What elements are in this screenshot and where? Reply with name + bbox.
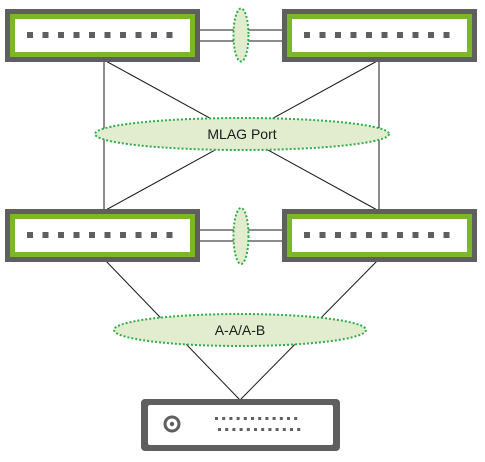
vent-dot	[282, 428, 286, 431]
switch-port	[166, 32, 173, 38]
switch-face	[15, 19, 190, 52]
vent-dot	[239, 428, 243, 431]
switch-port	[335, 32, 341, 38]
switch-port	[397, 32, 403, 38]
peer-lag-ellipse-top	[232, 7, 250, 63]
switch-port	[366, 232, 372, 238]
switch-port	[104, 232, 111, 238]
switch-port	[381, 32, 388, 38]
mlag-port-ellipse	[94, 117, 390, 151]
switch-face	[292, 219, 467, 252]
switch-port	[412, 232, 419, 238]
switch-port	[397, 232, 403, 238]
vent-dot	[258, 417, 262, 420]
switch-port	[319, 32, 326, 38]
aa-ab-ellipse	[113, 313, 367, 347]
vent-dot	[294, 417, 298, 420]
vent-dot	[279, 417, 283, 420]
switch-port	[73, 32, 80, 38]
switch-port	[166, 232, 173, 238]
server-face	[148, 405, 333, 445]
vent-dot	[246, 428, 250, 431]
server-appliance	[141, 399, 340, 451]
switch-port	[89, 32, 95, 38]
switch-port	[58, 232, 64, 238]
vent-dot	[272, 417, 276, 420]
switch-port	[366, 32, 372, 38]
vent-dot	[243, 417, 247, 420]
switch-port	[319, 232, 326, 238]
server-power-icon-core	[169, 421, 175, 427]
switch-port	[89, 232, 95, 238]
switch-port	[428, 232, 434, 238]
vent-dot	[229, 417, 233, 420]
switch-face	[15, 219, 190, 252]
switch-port	[443, 32, 450, 38]
switch-port	[412, 32, 419, 38]
switch-mid-right	[282, 209, 477, 262]
vent-dot	[236, 417, 240, 420]
vent-dot	[265, 417, 269, 420]
switch-port	[304, 32, 310, 38]
switch-mid-left	[5, 209, 200, 262]
switch-port	[42, 32, 49, 38]
vent-dot	[225, 428, 229, 431]
vent-dot	[297, 428, 301, 431]
switch-top-right	[282, 9, 477, 62]
vent-dot	[232, 428, 236, 431]
vent-dot	[275, 428, 279, 431]
vent-dot	[251, 417, 254, 420]
switch-port	[135, 32, 142, 38]
switch-port	[335, 232, 341, 238]
switch-face	[292, 19, 467, 52]
vent-dot	[218, 428, 221, 431]
peer-lag-ellipse-mid	[232, 207, 250, 265]
vent-dot	[261, 428, 265, 431]
switch-port	[58, 32, 64, 38]
switch-port	[135, 232, 142, 238]
switch-top-left	[5, 9, 200, 62]
switch-port	[27, 232, 33, 238]
vent-dot	[287, 417, 290, 420]
vent-dot	[222, 417, 226, 420]
switch-port	[350, 32, 357, 38]
switch-port	[42, 232, 49, 238]
vent-dot	[215, 417, 218, 420]
switch-port	[104, 32, 111, 38]
switch-port	[428, 32, 434, 38]
switch-port	[381, 232, 388, 238]
switch-port	[350, 232, 357, 238]
switch-port	[151, 232, 157, 238]
switch-port	[73, 232, 80, 238]
mlag-port-label: MLAG Port	[207, 126, 276, 142]
switch-port	[27, 32, 33, 38]
switch-port	[304, 232, 310, 238]
server-vents	[215, 417, 301, 431]
aa-ab-label: A-A/A-B	[215, 322, 266, 338]
switch-port	[151, 32, 157, 38]
switch-port	[443, 232, 450, 238]
vent-dot	[268, 428, 272, 431]
switch-port	[120, 32, 126, 38]
vent-dot	[290, 428, 293, 431]
switch-port	[120, 232, 126, 238]
vent-dot	[254, 428, 257, 431]
